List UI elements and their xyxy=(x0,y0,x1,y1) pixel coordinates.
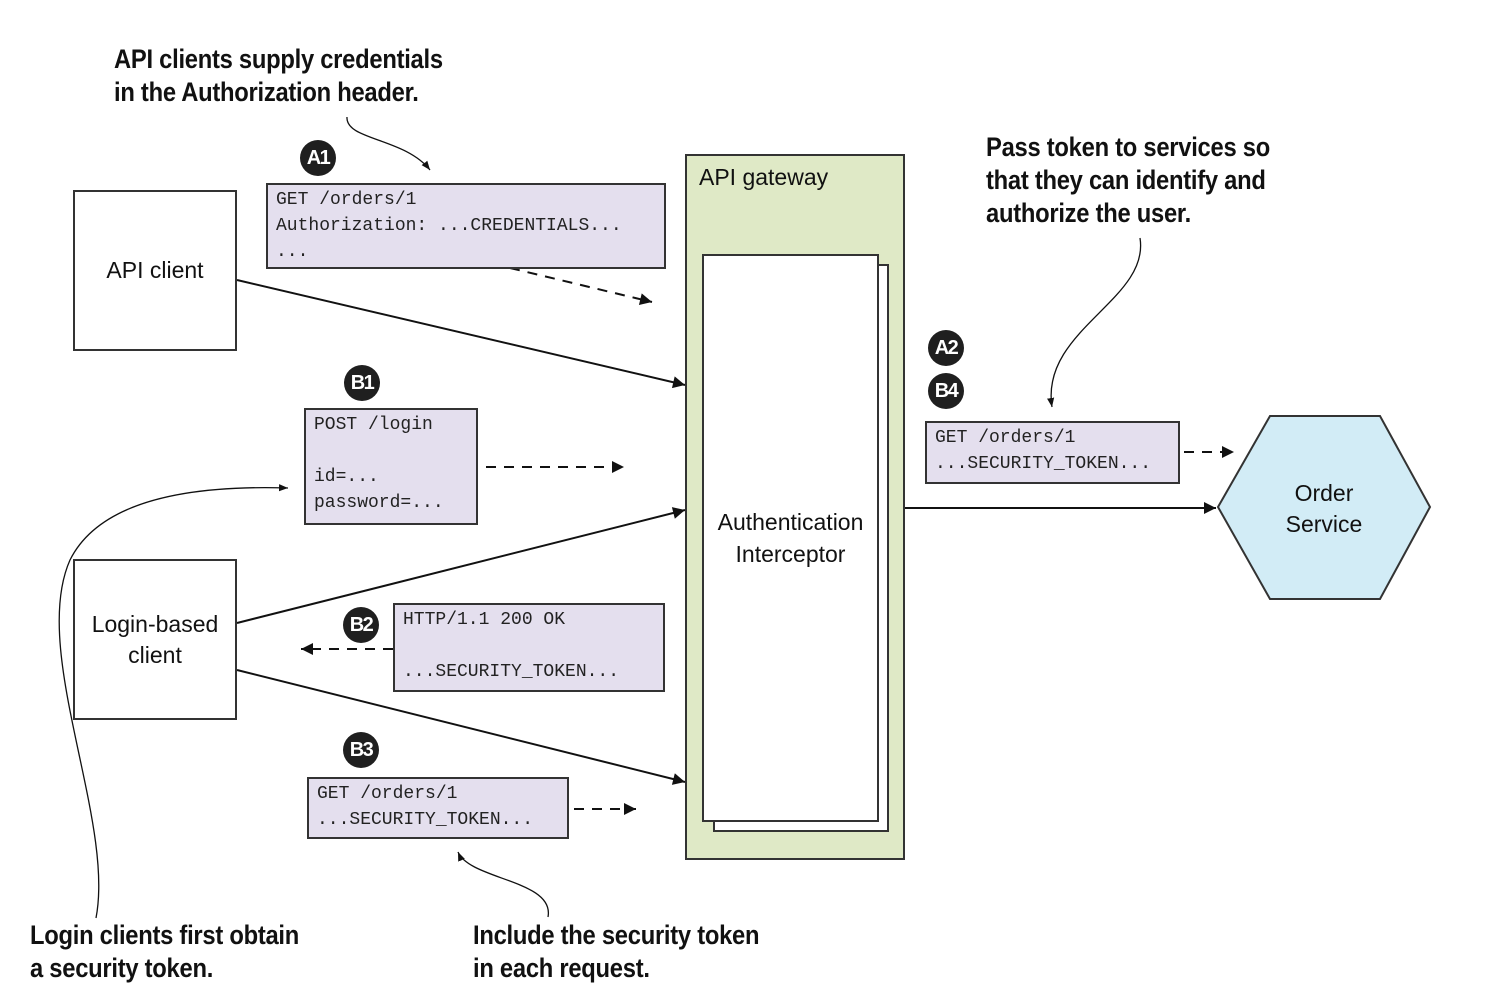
message-line: GET /orders/1 xyxy=(317,784,458,804)
message-line: ...SECURITY_TOKEN... xyxy=(403,662,620,682)
message-line: ...SECURITY_TOKEN... xyxy=(317,810,534,830)
step-badge-b1: B1 xyxy=(344,365,380,401)
authentication-interceptor-box xyxy=(702,254,879,822)
callout-line: in the Authorization header. xyxy=(114,77,419,107)
a1-message-arrow xyxy=(509,267,653,306)
api-client-to-gateway-arrow xyxy=(236,279,686,389)
login-client-box: Login-based client xyxy=(73,559,237,720)
message-line: id=... xyxy=(314,467,379,487)
callout-line: Login clients first obtain xyxy=(30,920,300,950)
api-clients-callout-leader xyxy=(346,116,431,171)
api-client-label: API client xyxy=(106,257,204,283)
message-line: GET /orders/1 xyxy=(935,428,1076,448)
message-line: ...SECURITY_TOKEN... xyxy=(935,454,1152,474)
callout-line: Pass token to services so xyxy=(986,132,1270,162)
message-b2: HTTP/1.1 200 OK ...SECURITY_TOKEN... xyxy=(393,603,665,692)
api-gateway-label: API gateway xyxy=(699,164,829,190)
order-service-hexagon xyxy=(1216,415,1432,600)
api-clients-callout: API clients supply credentials in the Au… xyxy=(114,43,443,109)
service-label-line: Order xyxy=(1294,480,1354,506)
message-line: HTTP/1.1 200 OK xyxy=(403,610,566,630)
message-b3: GET /orders/1 ...SECURITY_TOKEN... xyxy=(307,777,569,839)
message-line: Authorization: ...CREDENTIALS... xyxy=(276,216,622,236)
pass-token-callout: Pass token to services so that they can … xyxy=(986,131,1270,230)
step-badge-b2: B2 xyxy=(343,607,379,643)
message-line xyxy=(403,633,655,659)
include-token-callout: Include the security token in each reque… xyxy=(473,919,760,985)
login-client-label: client xyxy=(128,641,182,668)
pass-token-callout-leader xyxy=(1047,237,1142,408)
step-badge-b3: B3 xyxy=(343,732,379,768)
login-client-request-arrow xyxy=(236,669,686,785)
interceptor-label-line: Authentication xyxy=(717,509,864,535)
callout-line: that they can identify and xyxy=(986,165,1266,195)
callout-line: authorize the user. xyxy=(986,198,1191,228)
message-line: GET /orders/1 xyxy=(276,190,417,210)
step-badge-b4: B4 xyxy=(928,373,964,409)
step-badge-a1: A1 xyxy=(300,140,336,176)
callout-line: a security token. xyxy=(30,953,214,983)
login-clients-callout-leader xyxy=(58,484,289,919)
message-line: POST /login xyxy=(314,415,433,435)
include-token-callout-leader xyxy=(457,851,549,918)
step-badge-a2: A2 xyxy=(928,330,964,366)
api-client-box: API client xyxy=(73,190,237,351)
message-line xyxy=(314,438,468,464)
callout-line: API clients supply credentials xyxy=(114,44,443,74)
order-service-label: Order Service xyxy=(1218,478,1430,540)
login-client-label: Login-based xyxy=(91,610,219,637)
message-b1: POST /login id=... password=... xyxy=(304,408,478,525)
authentication-interceptor-label: Authentication Interceptor xyxy=(702,506,879,570)
callout-line: in each request. xyxy=(473,953,650,983)
service-label-line: Service xyxy=(1285,511,1363,537)
message-a2-b4: GET /orders/1 ...SECURITY_TOKEN... xyxy=(925,421,1180,484)
callout-line: Include the security token xyxy=(473,920,760,950)
login-client-to-gateway-arrow xyxy=(236,507,686,624)
login-clients-callout: Login clients first obtain a security to… xyxy=(30,919,299,985)
message-line: password=... xyxy=(314,493,444,513)
interceptor-label-line: Interceptor xyxy=(735,541,846,567)
message-line: ... xyxy=(276,242,309,262)
